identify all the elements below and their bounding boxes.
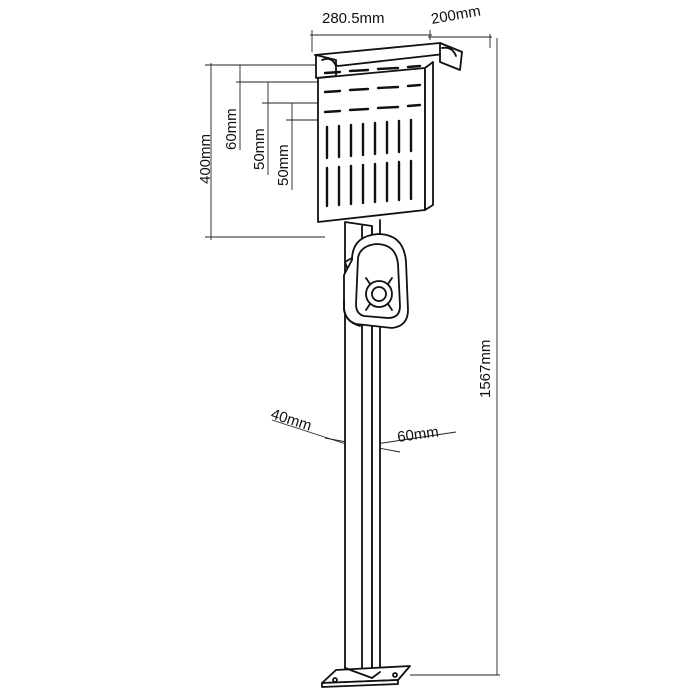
mounting-slot (376, 105, 400, 110)
holster-lower-edge (343, 299, 361, 327)
hook-curve (441, 46, 457, 57)
base-plate (321, 665, 411, 688)
mounting-slot (406, 64, 422, 69)
mounting-slot (376, 85, 400, 90)
hole-spacing-50b-label: 50mm (275, 144, 292, 186)
hole-spacing-50a-label: 50mm (251, 128, 268, 170)
plate-width-label: 280.5mm (322, 10, 385, 27)
base-plate-edge (321, 679, 399, 688)
post-depth-label: 60mm (396, 423, 440, 446)
hole-spacing-60-label: 60mm (223, 108, 240, 150)
plate-height-label: 400mm (197, 134, 214, 184)
plate-horizontal-slots (323, 64, 422, 114)
base-bolt-hole (332, 677, 338, 683)
plate-hook-right (439, 42, 463, 71)
holster-inner-rim (355, 243, 401, 319)
mounting-slot (376, 66, 400, 71)
post-depth-leader (375, 431, 457, 445)
mounting-slot (406, 103, 422, 108)
mounting-slot (348, 87, 370, 92)
plate-side (424, 61, 434, 211)
connector-holster (343, 233, 409, 329)
mounting-slot (323, 109, 342, 114)
mounting-slot (348, 68, 370, 73)
post-width-label: 40mm (269, 406, 314, 435)
plate-depth-label: 200mm (430, 3, 482, 28)
plate-vent-slots (325, 118, 413, 208)
socket-pins (365, 277, 393, 311)
hook-curve (321, 57, 337, 67)
socket-ring (365, 280, 393, 308)
socket-center (371, 286, 387, 302)
mounting-slot (323, 89, 342, 94)
mounting-slot (323, 70, 342, 75)
total-height-label: 1567mm (477, 340, 494, 398)
mounting-slot (406, 83, 422, 88)
mounting-plate (314, 42, 463, 223)
base-bolt-hole (392, 672, 398, 678)
post-base-joint (344, 667, 381, 679)
mounting-slot (348, 107, 370, 112)
